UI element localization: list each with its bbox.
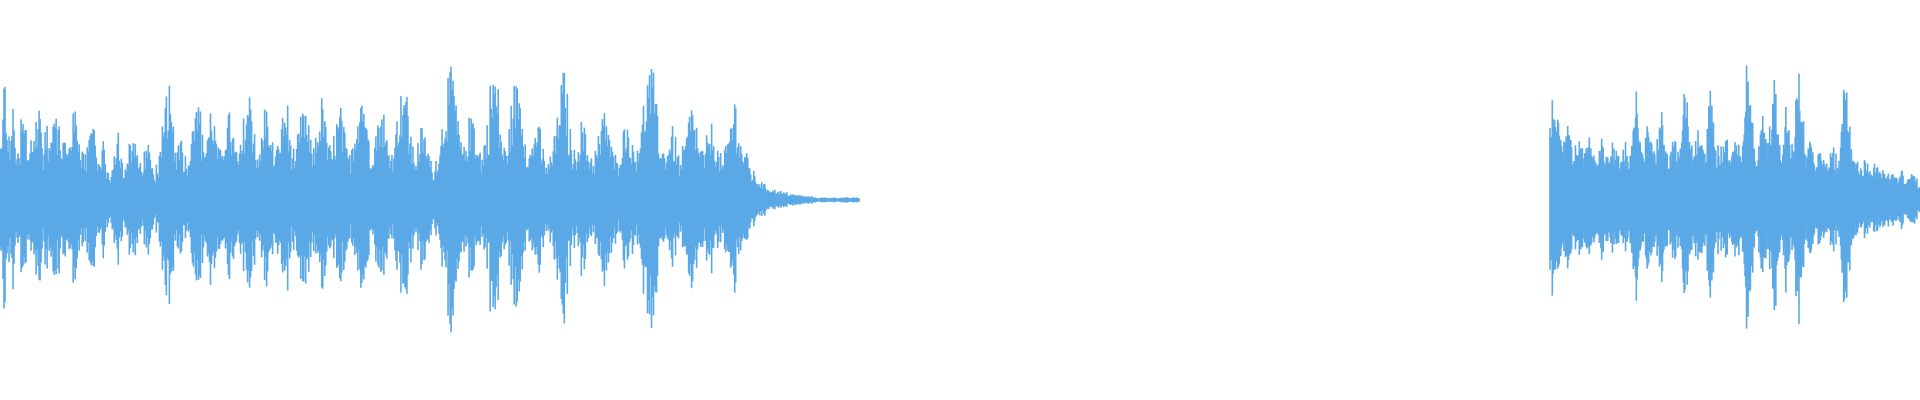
waveform-clip-1 [0,66,860,333]
waveform-clip-2 [1549,65,1920,329]
